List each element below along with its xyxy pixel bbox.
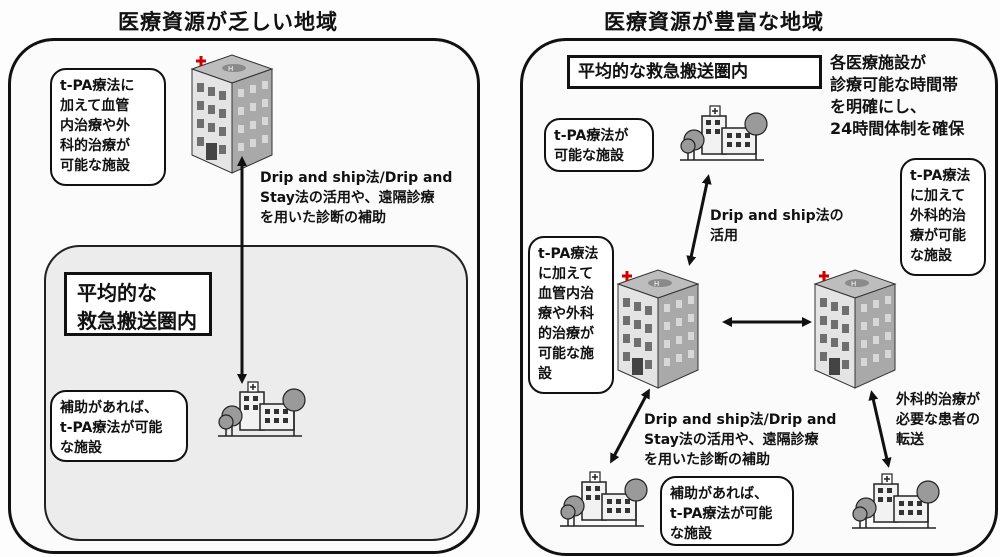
left-advanced-facility-bubble: t-PA療法に 加えて血管 内治療や外 科的治療が 可能な施設: [50, 68, 166, 186]
right-left-advanced-hospital-icon: [616, 268, 700, 390]
right-right-advanced-bubble: t-PA療法 に加えて 外科的治 療が可能 な施設: [900, 158, 986, 276]
right-drip-ship-note: Drip and ship法の 活用: [710, 208, 844, 244]
right-transfer-note: 外科的治療が 必要な患者の 転送: [896, 392, 980, 448]
right-right-advanced-hospital-icon: [813, 268, 897, 390]
right-drip-ship-stay-arrow: [610, 388, 650, 464]
right-tpa-clinic-icon: [679, 105, 768, 161]
right-tpa-facility-bubble: t-PA療法が 可能な施設: [544, 118, 654, 172]
right-assisted-clinic-icon: [559, 471, 648, 527]
right-transfer-arrow: [868, 390, 892, 468]
left-drip-ship-note: Drip and ship法/Drip and Stay法の活用や、遠隔診療 を…: [260, 170, 453, 226]
right-assisted-facility-bubble: 補助があれば、 t-PA療法が可能 な施設: [660, 476, 794, 546]
right-24h-note: 各医療施設が 診療可能な時間帯 を明確にし、 24時間体制を確保: [830, 53, 965, 138]
right-title: 医療資源が豊富な地域: [604, 10, 824, 34]
right-drip-ship-arrow: [686, 174, 712, 266]
right-left-advanced-bubble: t-PA療法 に加えて 血管内治 療や外科 的治療が 可能な施 設: [528, 236, 614, 394]
left-assisted-facility-bubble: 補助があれば、 t-PA療法が可能 な施設: [50, 390, 188, 462]
left-inner-box: 平均的な 救急搬送圏内: [64, 272, 212, 336]
right-drip-ship-stay-note: Drip and ship法/Drip and Stay法の活用や、遠隔診療 を…: [644, 412, 837, 468]
right-transfer-clinic-icon: [851, 473, 940, 529]
left-title: 医療資源が乏しい地域: [118, 10, 338, 34]
left-assisted-clinic-icon: [217, 381, 306, 437]
left-advanced-hospital-icon: [190, 53, 274, 175]
right-inner-box: 平均的な救急搬送圏内: [567, 55, 822, 89]
